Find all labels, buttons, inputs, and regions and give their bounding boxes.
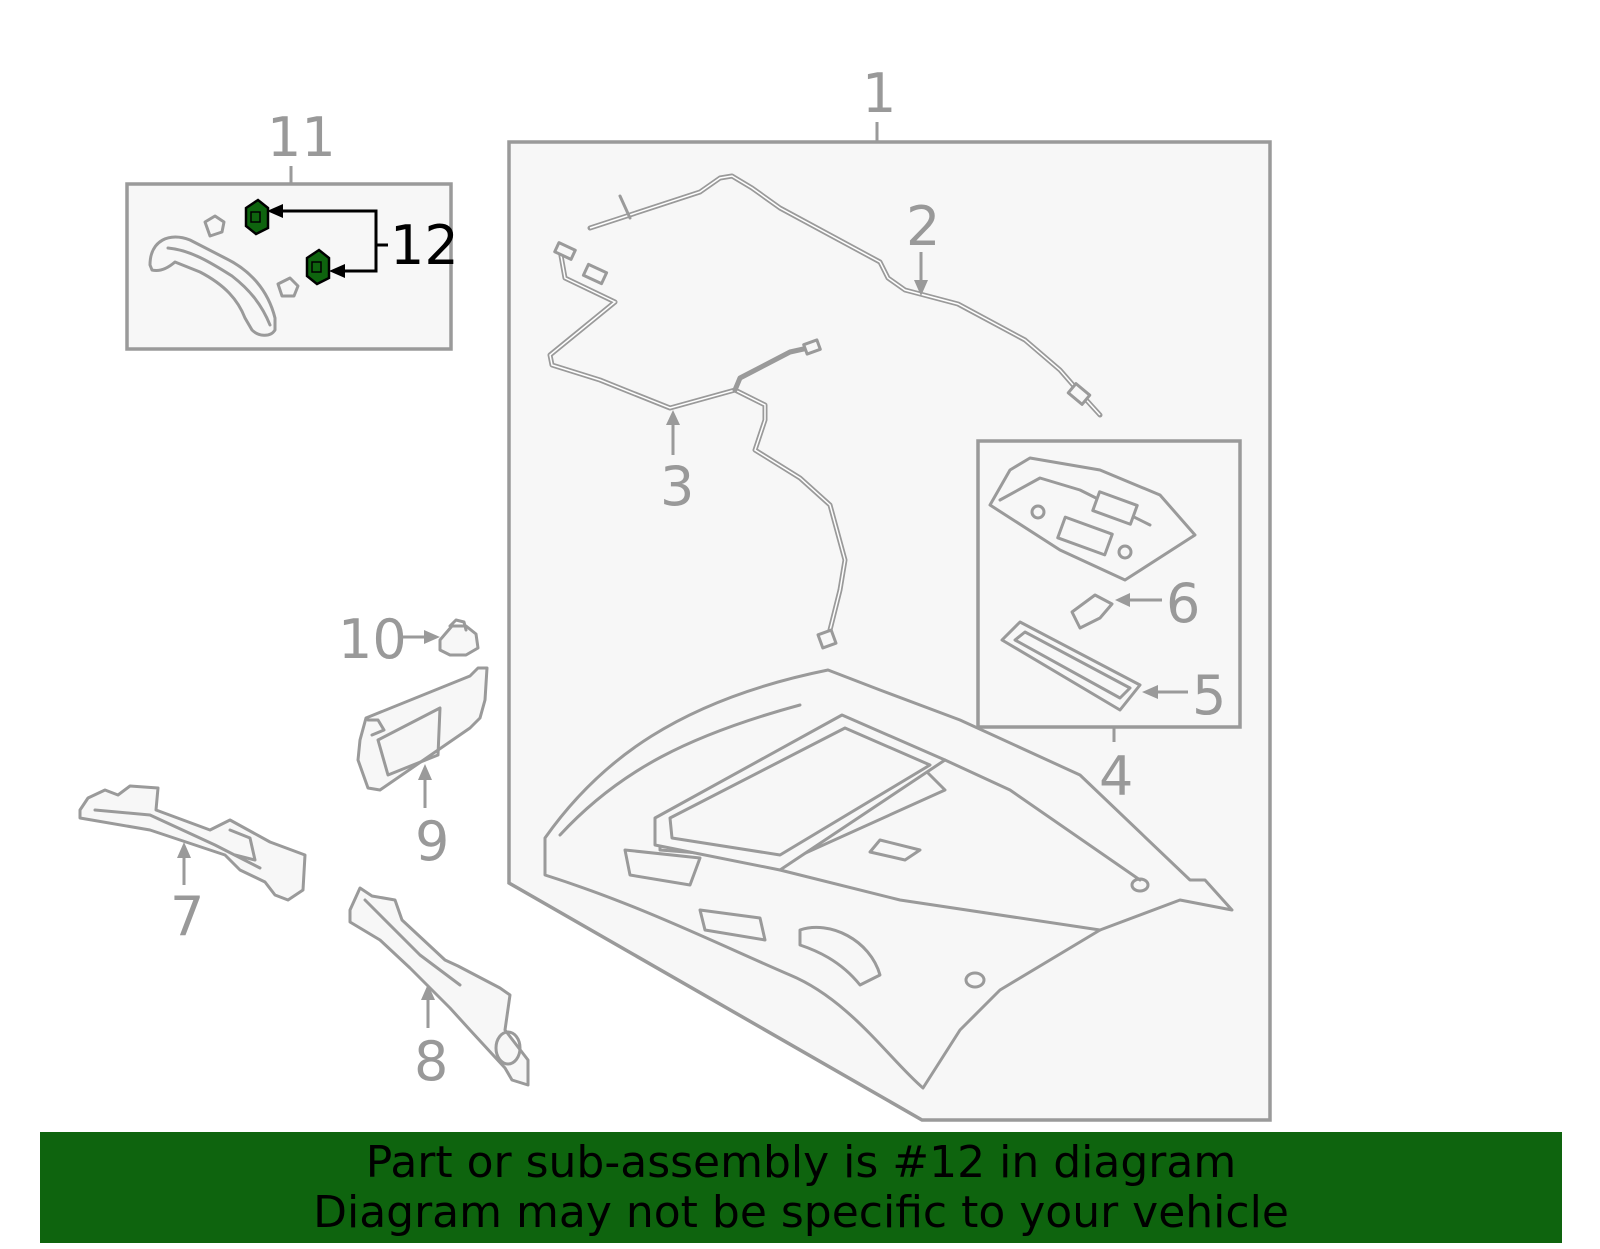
callout-10[interactable]: 10 (338, 608, 407, 671)
sun-visor[interactable] (356, 666, 489, 792)
info-banner: Part or sub-assembly is #12 in diagram D… (40, 1132, 1562, 1243)
callout-12[interactable]: 12 (390, 214, 459, 277)
lamp-bulb[interactable] (1070, 593, 1114, 630)
handle-clip-lower[interactable] (276, 276, 300, 298)
callout-1[interactable]: 1 (862, 62, 896, 125)
callout-3[interactable]: 3 (660, 455, 694, 518)
retainer-clip-upper[interactable] (244, 198, 270, 236)
sun-visor-clip[interactable] (438, 618, 480, 657)
callout-5[interactable]: 5 (1192, 664, 1226, 727)
overhead-lamp-housing[interactable] (988, 456, 1197, 582)
headliner-panel[interactable] (543, 668, 1234, 1090)
pillar-trim-front[interactable] (78, 784, 307, 902)
callout-7[interactable]: 7 (170, 885, 204, 948)
callout-6[interactable]: 6 (1166, 572, 1200, 635)
callout-8[interactable]: 8 (414, 1030, 448, 1093)
banner-line-disclaimer: Diagram may not be specific to your vehi… (313, 1186, 1289, 1238)
retainer-clip-lower[interactable] (305, 248, 331, 286)
handle-clip-upper[interactable] (203, 214, 226, 238)
grab-handle[interactable] (148, 235, 277, 337)
callout-12-leader (267, 204, 388, 278)
callout-4[interactable]: 4 (1099, 745, 1133, 808)
banner-line-part: Part or sub-assembly is #12 in diagram (365, 1136, 1237, 1188)
callout-2[interactable]: 2 (906, 195, 940, 258)
callout-9[interactable]: 9 (415, 810, 449, 873)
wiring-harness-lower[interactable] (547, 241, 848, 650)
callout-11[interactable]: 11 (267, 106, 336, 169)
wiring-harness-upper[interactable] (587, 173, 1103, 418)
pillar-trim-center[interactable] (348, 886, 530, 1087)
lamp-lens[interactable] (1000, 620, 1142, 712)
